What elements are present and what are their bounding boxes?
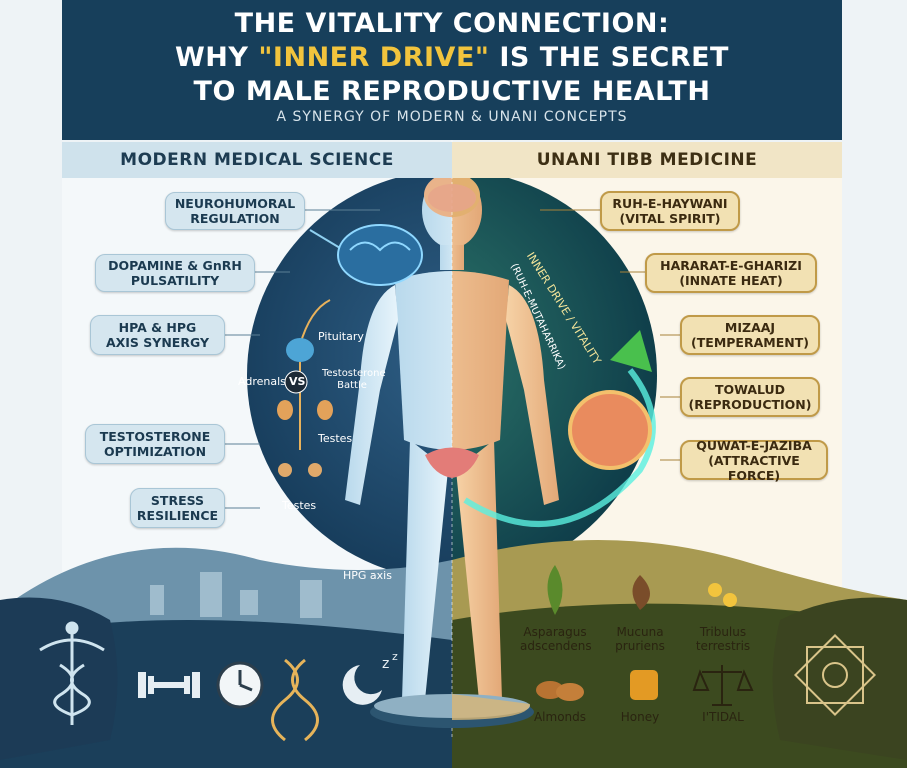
right-column-heading: UNANI TIBB MEDICINE	[452, 142, 842, 178]
right-item-ruh-e-haywani: RUH-E-HAYWANI(VITAL SPIRIT)	[600, 191, 740, 231]
herb-honey: Honey	[620, 710, 660, 724]
label-testes-lower: Testes	[282, 499, 317, 512]
label-pituitary: Pituitary	[318, 330, 364, 343]
right-item-quwat: QUWAT-E-JAZIBA(ATTRACTIVE FORCE)	[680, 438, 828, 483]
title-line-2: WHY "INNER DRIVE" IS THE SECRET	[175, 42, 729, 73]
title-line-3: TO MALE REPRODUCTIVE HEALTH	[193, 76, 711, 107]
title-banner	[62, 0, 842, 140]
subtitle: A SYNERGY OF MODERN & UNANI CONCEPTS	[276, 109, 628, 125]
label-testosterone-battle: Testosterone Battle	[322, 368, 386, 391]
svg-text:z: z	[382, 656, 389, 672]
title-highlight: "INNER DRIVE"	[258, 42, 490, 73]
herb-almonds: Almonds	[533, 710, 587, 724]
label-vs: VS	[289, 375, 306, 388]
label-adrenals: Adrenals	[238, 375, 286, 388]
label-testes-upper: Testes	[318, 432, 353, 445]
right-item-mizaaj: MIZAAJ(TEMPERAMENT)	[680, 315, 820, 355]
right-item-hararat: HARARAT-E-GHARIZI(INNATE HEAT)	[645, 253, 817, 293]
herb-itidal: I'TIDAL	[702, 710, 744, 724]
title-line-1: THE VITALITY CONNECTION:	[234, 8, 670, 39]
left-column-heading: MODERN MEDICAL SCIENCE	[62, 142, 452, 178]
label-hpg-axis: HPG axis	[343, 569, 392, 582]
svg-text:z: z	[392, 650, 398, 663]
right-item-towalud: TOWALUD(REPRODUCTION)	[680, 377, 820, 417]
